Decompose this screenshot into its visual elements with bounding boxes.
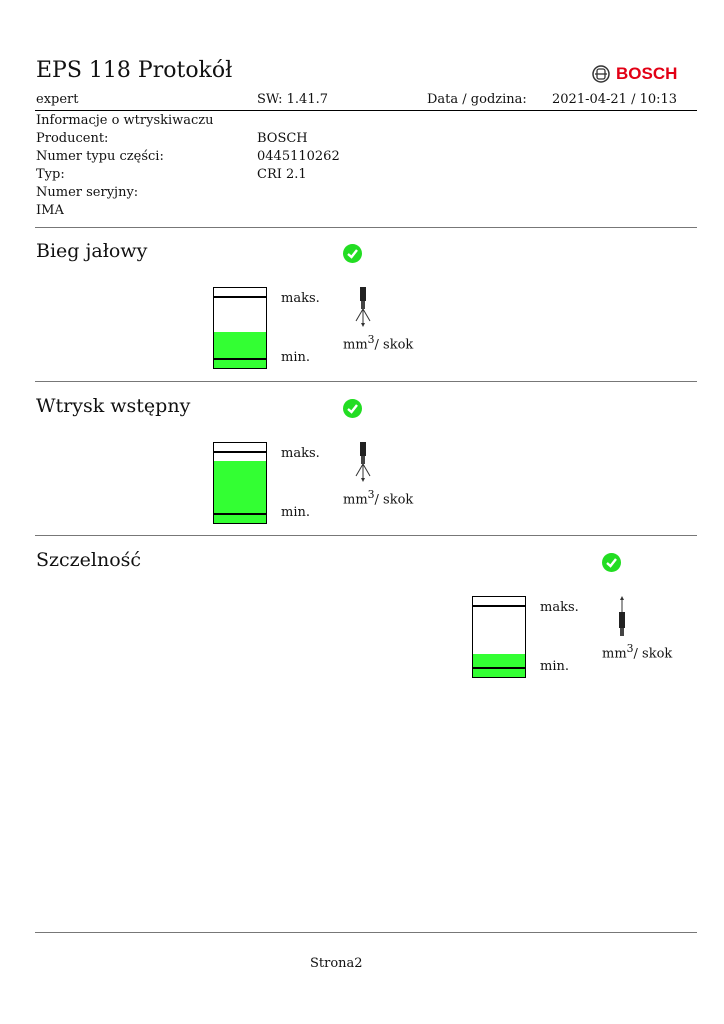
min-label: min.	[540, 659, 569, 674]
mode-label: expert	[36, 92, 79, 107]
divider	[35, 535, 697, 536]
injector-spray-icon	[353, 442, 373, 486]
info-label: Producent:	[36, 131, 109, 146]
unit-base: mm	[343, 492, 368, 508]
software-version: SW: 1.41.7	[257, 92, 328, 107]
divider	[35, 227, 697, 228]
divider	[35, 932, 697, 933]
max-label: maks.	[540, 600, 579, 615]
max-label: maks.	[281, 446, 320, 461]
info-label: Numer seryjny:	[36, 185, 139, 200]
date-label: Data / godzina:	[427, 92, 527, 107]
check-icon	[602, 553, 621, 572]
unit-exponent: 3	[367, 333, 375, 346]
unit-label: mm3/ skok	[343, 333, 413, 352]
unit-label: mm3/ skok	[602, 642, 672, 661]
unit-base: mm	[602, 646, 627, 662]
unit-base: mm	[343, 337, 368, 353]
info-value: 0445110262	[257, 149, 340, 164]
gauge-fill	[214, 460, 266, 523]
min-line	[473, 667, 525, 669]
unit-suffix: / skok	[374, 337, 414, 353]
level-gauge	[213, 287, 267, 369]
level-gauge	[472, 596, 526, 678]
page-number: Strona2	[310, 956, 363, 971]
brand-name: BOSCH	[616, 64, 678, 83]
divider	[35, 110, 697, 111]
section-title: Szczelność	[36, 549, 142, 571]
injector-leak-icon	[612, 596, 632, 644]
info-value: BOSCH	[257, 131, 308, 146]
max-label: maks.	[281, 291, 320, 306]
check-icon	[343, 399, 362, 418]
info-label: Numer typu części:	[36, 149, 164, 164]
bosch-logo: BOSCH	[592, 64, 677, 84]
info-heading: Informacje o wtryskiwaczu	[36, 113, 214, 128]
check-icon	[343, 244, 362, 263]
section-title: Bieg jałowy	[36, 240, 148, 262]
bosch-armature-icon	[592, 65, 610, 83]
min-label: min.	[281, 350, 310, 365]
section-title: Wtrysk wstępny	[36, 395, 191, 417]
max-line	[473, 605, 525, 607]
divider	[35, 381, 697, 382]
info-label: IMA	[36, 203, 64, 218]
min-line	[214, 358, 266, 360]
page-title: EPS 118 Protokół	[36, 58, 233, 83]
gauge-fill	[473, 653, 525, 677]
date-value: 2021-04-21 / 10:13	[552, 92, 678, 107]
injector-spray-icon	[353, 287, 373, 331]
unit-suffix: / skok	[374, 492, 414, 508]
info-label: Typ:	[36, 167, 65, 182]
max-line	[214, 451, 266, 453]
unit-exponent: 3	[367, 488, 375, 501]
min-label: min.	[281, 505, 310, 520]
unit-label: mm3/ skok	[343, 488, 413, 507]
info-value: CRI 2.1	[257, 167, 307, 182]
unit-exponent: 3	[626, 642, 634, 655]
gauge-fill	[214, 332, 266, 368]
max-line	[214, 296, 266, 298]
unit-suffix: / skok	[633, 646, 673, 662]
min-line	[214, 513, 266, 515]
level-gauge	[213, 442, 267, 524]
